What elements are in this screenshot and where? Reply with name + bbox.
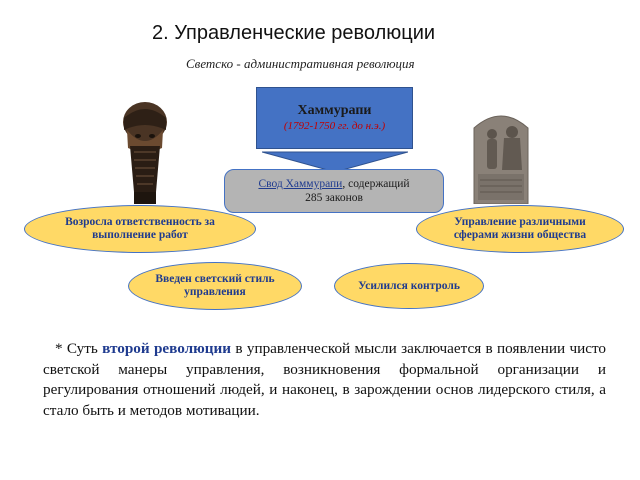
code-line-1-rest: , содержащий [342, 178, 410, 190]
paragraph-rest: в управленческой мысли заключается в поя… [43, 340, 606, 419]
code-line-1: Свод Хаммурапи, содержащий [258, 177, 409, 191]
outcome-responsibility: Возросла ответственность за выполнение р… [24, 205, 256, 253]
slide-subtitle: Светско - административная революция [186, 56, 415, 71]
outcome-secular-style: Введен светский стиль управления [128, 262, 302, 310]
slide-title: 2. Управленческие революции [152, 22, 436, 44]
ruler-name: Хаммурапи [297, 103, 372, 118]
outcome-management: Управление различными сферами жизни обще… [416, 205, 624, 253]
outcome-control: Усилился контроль [334, 263, 484, 309]
summary-paragraph: * Суть второй революции в управленческой… [43, 339, 606, 421]
outcome-control-line1: Усилился контроль [358, 279, 460, 292]
hammurabi-box: Хаммурапи (1792-1750 гг. до н.э.) [256, 87, 413, 149]
outcome-responsibility-line1: Возросла ответственность за [65, 216, 215, 228]
outcome-responsibility-line2: выполнение работ [92, 229, 188, 241]
down-arrow-icon [262, 151, 408, 172]
outcome-management-line2: сферами жизни общества [453, 229, 587, 241]
bronze-head-image [123, 102, 167, 204]
stele-image [473, 115, 529, 204]
paragraph-highlight: второй революции [102, 340, 232, 357]
code-link[interactable]: Свод Хаммурапи [258, 178, 343, 190]
outcome-secular-line2: управления [184, 286, 246, 298]
ruler-years: (1792-1750 гг. до н.э.) [283, 120, 386, 132]
outcome-secular-line1: Введен светский стиль [155, 273, 275, 285]
code-of-hammurabi-box: Свод Хаммурапи, содержащий 285 законов [224, 169, 444, 213]
paragraph-prefix: * Суть [55, 340, 103, 357]
code-line-2: 285 законов [305, 192, 363, 204]
outcome-management-line1: Управление различными [454, 216, 586, 228]
